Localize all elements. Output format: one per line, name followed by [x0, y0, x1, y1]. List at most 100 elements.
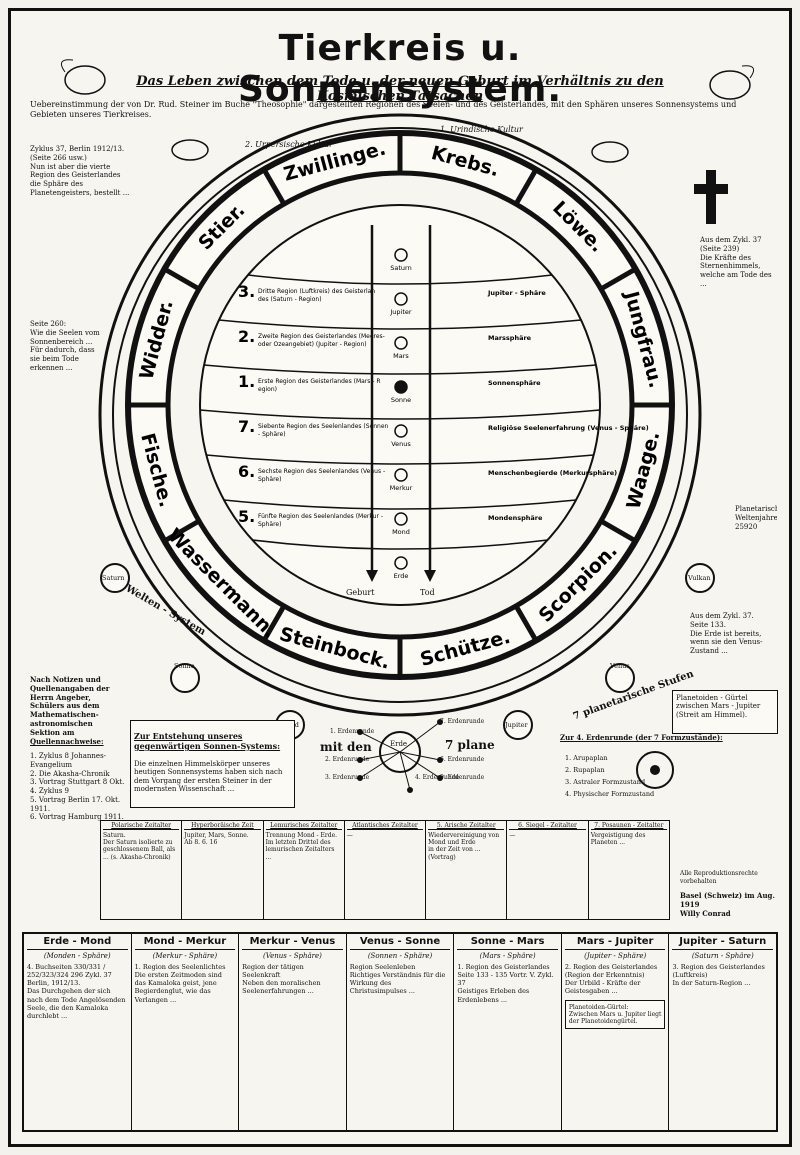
bottom-col-0-body: 4. Buchseiten 330/331 / 252/323/324 296 …	[27, 963, 126, 1020]
tod-arrow	[424, 570, 436, 582]
formzustand-3: 3. Astraler Formzustand	[565, 778, 646, 786]
formzustand-1: 1. Arupaplan	[565, 754, 608, 762]
bottom-col-3-body: Region Seelenleben Richtiges Verständnis…	[349, 963, 446, 996]
zodiac-dividers	[128, 133, 672, 677]
center-planets: SaturnJupiterMarsSonneVenusMerkurMondErd…	[389, 248, 413, 580]
erdenrunde-dot	[437, 757, 443, 763]
epoch-6-body: Vergeistigung des Planeten ...	[590, 832, 646, 847]
center-planet-label: Erde	[394, 572, 409, 580]
culture-indisch: 1. Urindische Kultur	[440, 125, 523, 134]
zodiac-divider	[163, 266, 201, 292]
vulkan-outer-circle	[685, 563, 715, 593]
bottom-col-5-head: Mars - Jupiter	[564, 936, 666, 950]
tod-label: Tod	[420, 588, 435, 597]
bottom-col-0-sub: (Monden - Sphäre)	[43, 952, 111, 960]
bottom-col-2-sub: (Venus - Sphäre)	[263, 952, 322, 960]
erdenrunde-7: 7. Erdenrunde	[440, 718, 485, 725]
center-planet-symbol	[394, 468, 408, 482]
side-note-right-mid: Planetarische Weltenjahre: 25920	[735, 505, 777, 531]
bottom-col-3-sub: (Sonnen - Sphäre)	[367, 952, 433, 960]
outer-ring	[98, 113, 702, 717]
region-left-text-2: Sphäre)	[258, 521, 281, 528]
cherub-top-right	[709, 65, 755, 100]
erdenrunde-connector	[359, 751, 401, 779]
region-left-text-2: Sphäre)	[258, 476, 281, 483]
epoch-5-body: —	[509, 832, 516, 839]
sonne-outer-circle	[170, 663, 200, 693]
region-arc	[223, 499, 577, 510]
zodiac-divider	[513, 604, 539, 642]
region-left-text-2: egion)	[258, 386, 277, 393]
bottom-col-4: Sonne - Mars(Mars - Sphäre)1. Region des…	[454, 934, 562, 1130]
region-number: 5.	[238, 507, 255, 526]
center-planet-symbol	[394, 248, 408, 262]
culture-persisch: 2. Urpersische Kultur	[245, 140, 333, 149]
jupiter-small-circle	[503, 710, 533, 740]
entstehung-text: Die einzelnen Himmelskörper unseres heut…	[134, 759, 283, 794]
jupiter-small-label: Jupiter	[505, 721, 528, 729]
zodiac-divider	[261, 168, 287, 206]
center-planet-label: Jupiter	[389, 308, 412, 316]
side-note-right-top: Aus dem Zykl. 37 (Seite 239) Die Kräfte …	[700, 236, 772, 288]
page-subtitle: Das Leben zwischen dem Tode u. der neuen…	[136, 74, 664, 104]
center-planet-label: Merkur	[390, 484, 413, 492]
epoch-3-head: Atlantisches Zeitalter	[346, 822, 424, 830]
epoch-0-head: Polarische Zeitalter	[103, 822, 180, 830]
erdenrunde-1: 1. Erdenrunde	[330, 728, 375, 735]
region-left-text: Erste Region des Geisterlandes (Mars - R	[258, 378, 381, 385]
region-arc	[199, 409, 601, 420]
region-number: 1.	[238, 372, 255, 391]
cross-symbol	[694, 170, 728, 224]
quellennachweise-heading: Quellennachweise:	[30, 737, 104, 746]
bottom-col-1: Mond - Merkur(Merkur - Sphäre)1. Region …	[132, 934, 240, 1130]
entstehung-title: Zur Entstehung unseres gegenwärtigen Son…	[134, 731, 281, 751]
center-planet-symbol	[394, 336, 408, 350]
bottom-col-2: Merkur - Venus(Venus - Sphäre)Region der…	[239, 934, 347, 1130]
center-planet-symbol	[394, 380, 408, 394]
region-left-text: Zweite Region des Geisterlandes (Meeres-	[258, 333, 385, 340]
epoch-4-body: Wiedervereinigung von Mond und Erde in d…	[428, 832, 500, 861]
epoch-1-head: Hyperboräische Zeit	[184, 822, 261, 830]
erdenrunde-5: 5. Erdenrunde	[440, 774, 485, 781]
erde-center-label: Erde	[390, 740, 408, 748]
region-left-text: Dritte Region (Luftkreis) des Geisterlan	[258, 288, 375, 295]
bottom-col-6-body: 3. Region des Geisterlandes (Luftkreis) …	[672, 963, 765, 988]
venus-outer-label: Venus	[610, 662, 630, 670]
epoch-5: 6. Siegel - Zeitalter—	[507, 821, 589, 919]
region-right-text: Mondensphäre	[488, 514, 543, 522]
zodiac-divider	[261, 604, 287, 642]
bottom-col-1-sub: (Merkur - Sphäre)	[152, 952, 218, 960]
bottom-table: Erde - Mond(Monden - Sphäre)4. Buchseite…	[22, 932, 778, 1132]
region-left-text: Sechste Region des Seelenlandes (Venus -	[258, 468, 385, 475]
planetoiden-box: Planetoiden - Gürtel zwischen Mars - Jup…	[672, 690, 778, 734]
region-number: 3.	[238, 282, 255, 301]
outer-ring-inner	[112, 127, 688, 703]
region-right-text: Marssphäre	[488, 334, 532, 342]
erdenrunde-dot	[437, 719, 443, 725]
entstehung-box: Zur Entstehung unseres gegenwärtigen Son…	[130, 720, 295, 808]
cherub-right-2	[591, 141, 629, 163]
geburt-arrow	[366, 570, 378, 582]
center-planet-symbol	[394, 292, 408, 306]
zodiac-divider	[599, 266, 637, 292]
region-right-text: Sonnensphäre	[488, 379, 541, 387]
center-planet-label: Mond	[392, 528, 410, 536]
basel-signature: Basel (Schweiz) im Aug. 1919 Willy Conra…	[680, 891, 775, 918]
erdenrunde-connector	[399, 751, 441, 779]
saturn-outer-label: Saturn	[102, 574, 125, 582]
erdenrunde-connector	[399, 751, 411, 791]
region-arc	[203, 364, 597, 375]
mit-den-label: mit den	[320, 740, 372, 754]
region-left-text-2: des (Saturn - Region)	[258, 296, 322, 303]
page-title: Tierkreis u. Sonnensystem.	[237, 28, 563, 110]
center-planet-symbol	[394, 556, 408, 570]
epoch-2-head: Lemurisches Zeitalter	[265, 822, 342, 830]
quellen-list: 1. Zyklus 8 Johannes-Evangelium 2. Die A…	[30, 752, 125, 822]
erdenrunde-3: 3. Erdenrunde	[325, 774, 370, 781]
bottom-col-5-sub: (Jupiter - Sphäre)	[584, 952, 647, 960]
epoch-3-body: —	[346, 832, 353, 839]
erdenrunde-2: 2. Erdenrunde	[325, 756, 370, 763]
